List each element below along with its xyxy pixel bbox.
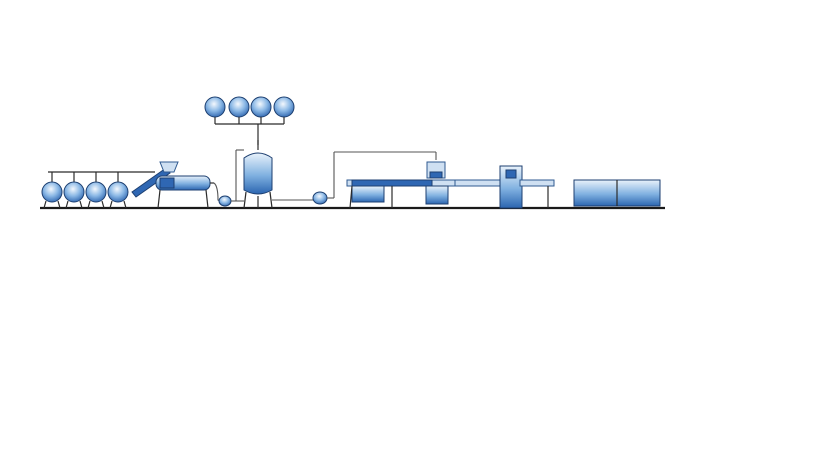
filling-conveyor-line [346,161,458,209]
elevated-tank [273,96,295,124]
mixing-vessel [235,140,273,209]
elevated-tank [204,96,226,124]
storage-tanks-row [41,171,132,209]
elevated-tank [250,96,272,124]
elevated-tanks-row [204,96,295,145]
labeling-machine [519,179,555,208]
capping-machine [454,165,546,209]
packing-cabinet [573,179,661,207]
storage-tank [63,172,85,209]
storage-tank [41,172,63,209]
screw-conveyor-extruder [131,161,221,209]
storage-tank [85,172,107,209]
transfer-pump [272,151,437,205]
pump-1 [218,195,244,207]
elevated-tank [228,96,250,124]
storage-tank [107,172,129,209]
